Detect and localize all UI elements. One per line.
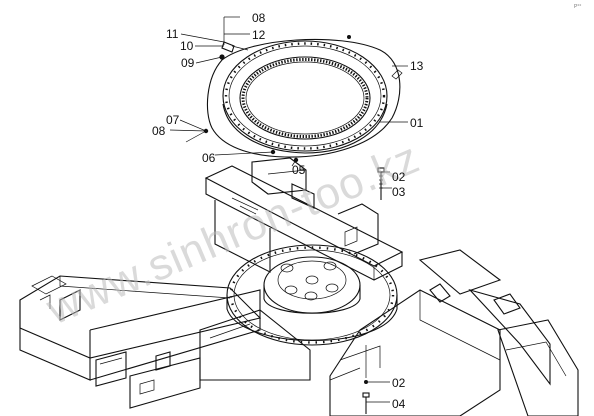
lower-hub (226, 244, 398, 346)
callout-04: 04 (392, 397, 406, 411)
callout-02-upper: 02 (392, 170, 406, 184)
corner-mark: P°° (574, 4, 581, 10)
callout-08-left: 08 (152, 124, 166, 138)
leader-lines (169, 16, 408, 403)
callout-02-lower: 02 (392, 376, 406, 390)
callout-03: 03 (392, 185, 406, 199)
callout-10: 10 (180, 39, 194, 53)
callout-08-top: 08 (252, 11, 266, 25)
callout-05: 05 (292, 163, 306, 177)
callout-06: 06 (202, 151, 216, 165)
callout-11: 11 (166, 27, 179, 41)
callout-12: 12 (252, 28, 266, 42)
callout-13: 13 (410, 59, 424, 73)
callout-09: 09 (181, 56, 195, 70)
callout-07: 07 (166, 113, 180, 127)
callout-01: 01 (410, 116, 424, 130)
lower-carbody (19, 249, 579, 416)
bolt-lower (362, 345, 370, 414)
upper-frame (204, 165, 404, 281)
callout-labels: 08 11 12 10 09 13 01 07 08 06 05 02 03 0… (152, 11, 424, 411)
slewing-ring (206, 35, 403, 158)
